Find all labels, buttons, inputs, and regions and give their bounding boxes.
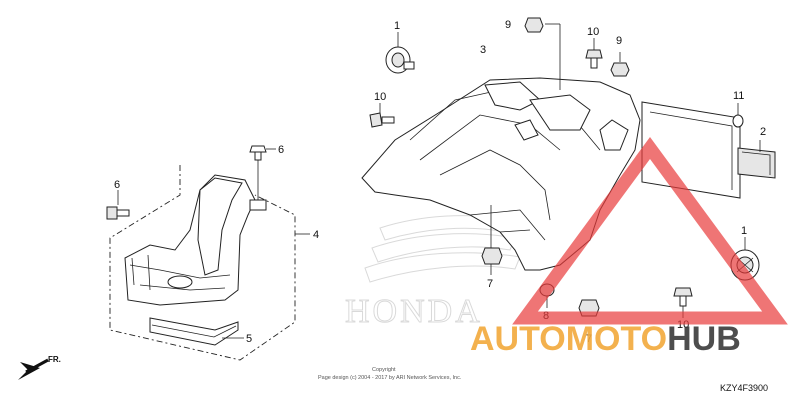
callout-6-left: 6 [114, 179, 120, 191]
screw-6-left [106, 190, 130, 220]
watermark-moto: MOTO [566, 320, 667, 358]
front-direction-label: FR. [48, 355, 61, 364]
callout-7-bottom: 7 [586, 333, 592, 345]
inner-fender-part [124, 174, 267, 306]
callout-11: 11 [733, 90, 744, 102]
license-bracket-part [641, 101, 776, 199]
seal-strip-part [149, 317, 244, 346]
copyright-line-2: Page design (c) 2004 - 2017 by ARI Netwo… [318, 375, 462, 381]
watermark-auto: AUTO [470, 320, 566, 358]
callout-9-top: 9 [505, 19, 511, 31]
callout-1-top: 1 [394, 20, 400, 32]
callout-3: 3 [480, 44, 486, 56]
callout-1-right: 1 [741, 225, 747, 237]
honda-background-text: HONDA [345, 293, 483, 330]
callout-9-right: 9 [616, 35, 622, 47]
watermark-triangle [512, 137, 788, 325]
callout-7-left: 7 [487, 278, 493, 290]
watermark-part-auto: AUTOMOTOHUB [470, 320, 741, 358]
callout-2: 2 [760, 126, 766, 138]
nut-7-left [481, 205, 503, 275]
bolt-10-left [369, 103, 395, 128]
washer-11 [732, 103, 744, 128]
front-direction-arrow: FR. [18, 355, 61, 380]
callout-10-left: 10 [374, 91, 386, 103]
bolt-10-top [585, 38, 603, 69]
assembly-boundary-4 [109, 165, 296, 361]
nut-9-right [610, 52, 630, 77]
screw-6-top [249, 145, 276, 200]
copyright-line-1: Copyright [372, 367, 396, 373]
nut-9-top [524, 17, 561, 90]
grommet-1-top [385, 32, 415, 74]
diagram-code: KZY4F3900 [720, 383, 768, 393]
callout-4: 4 [313, 229, 319, 241]
callout-10-top: 10 [587, 26, 599, 38]
callout-6-top: 6 [278, 144, 284, 156]
honda-wing-logo: HONDA [345, 215, 521, 331]
rear-fender-part [361, 77, 641, 271]
watermark-text: AUTOMOTOHUB [470, 320, 741, 358]
watermark-hub: HUB [667, 320, 741, 358]
callout-5: 5 [246, 333, 252, 345]
